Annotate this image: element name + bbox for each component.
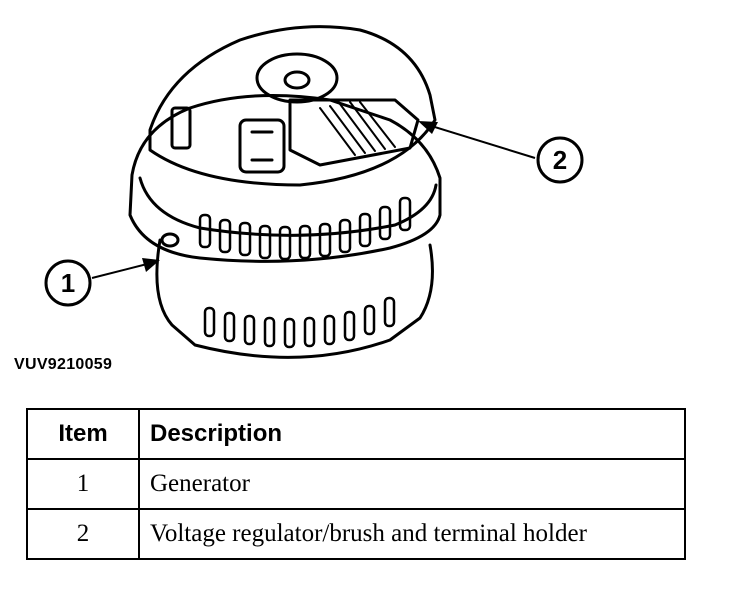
voltage-regulator bbox=[288, 98, 420, 167]
header-item: Item bbox=[26, 408, 140, 460]
callout-1-label: 1 bbox=[61, 268, 75, 298]
header-description: Description bbox=[138, 408, 686, 460]
item-number: 2 bbox=[26, 508, 140, 560]
table-row: 1 Generator bbox=[26, 458, 686, 510]
generator-housing-lower bbox=[155, 238, 434, 359]
cooling-slots-lower bbox=[203, 296, 396, 349]
pulley-boss bbox=[255, 52, 339, 104]
figure-code: VUV9210059 bbox=[14, 356, 113, 373]
item-description: Generator bbox=[138, 458, 686, 510]
terminal-bolt bbox=[170, 106, 192, 150]
table-header-row: Item Description bbox=[26, 408, 686, 460]
item-number: 1 bbox=[26, 458, 140, 510]
cooling-slots-upper bbox=[198, 196, 412, 261]
connector bbox=[238, 118, 286, 174]
heat-sink-fins bbox=[319, 101, 396, 156]
generator-body bbox=[128, 94, 442, 263]
callout-1: 1 bbox=[44, 259, 92, 307]
generator-illustration: 2 1 bbox=[44, 25, 584, 359]
item-description: Voltage regulator/brush and terminal hol… bbox=[138, 508, 686, 560]
rear-cover bbox=[148, 25, 437, 187]
legend-table: Item Description 1 Generator 2 Voltage r… bbox=[26, 408, 686, 560]
table-row: 2 Voltage regulator/brush and terminal h… bbox=[26, 508, 686, 560]
callout-2: 2 bbox=[536, 136, 584, 184]
callout-2-label: 2 bbox=[553, 145, 567, 175]
leader-arrow-2 bbox=[418, 121, 536, 159]
leader-arrow-1 bbox=[91, 258, 160, 279]
